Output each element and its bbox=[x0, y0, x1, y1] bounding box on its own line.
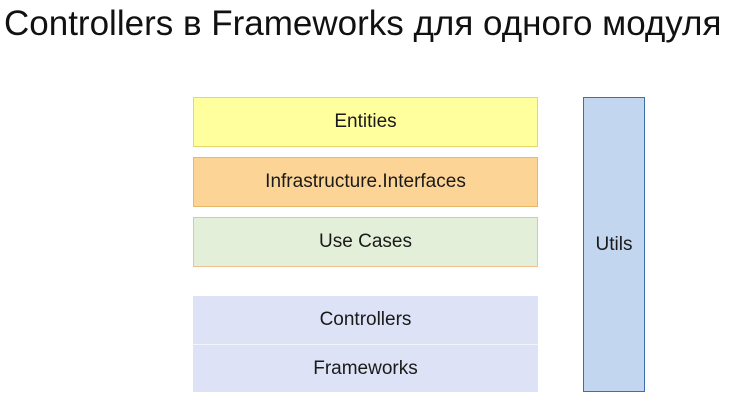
infrastructure-interfaces-layer-box: Infrastructure.Interfaces bbox=[193, 157, 538, 207]
frameworks-layer-label: Frameworks bbox=[313, 357, 418, 379]
controllers-layer-label: Controllers bbox=[319, 309, 412, 330]
utils-layer-label: Utils bbox=[595, 233, 633, 255]
controllers-layer-box: Controllers bbox=[193, 296, 538, 344]
use-cases-layer-label: Use Cases bbox=[319, 231, 412, 252]
slide-title: Controllers в Frameworks для одного моду… bbox=[4, 4, 722, 43]
infrastructure-interfaces-layer-label: Infrastructure.Interfaces bbox=[265, 171, 466, 192]
utils-layer-box: Utils bbox=[583, 97, 645, 392]
frameworks-layer-box: Frameworks bbox=[193, 344, 538, 392]
entities-layer-box: Entities bbox=[193, 97, 538, 147]
entities-layer-label: Entities bbox=[334, 111, 397, 132]
use-cases-layer-box: Use Cases bbox=[193, 217, 538, 267]
